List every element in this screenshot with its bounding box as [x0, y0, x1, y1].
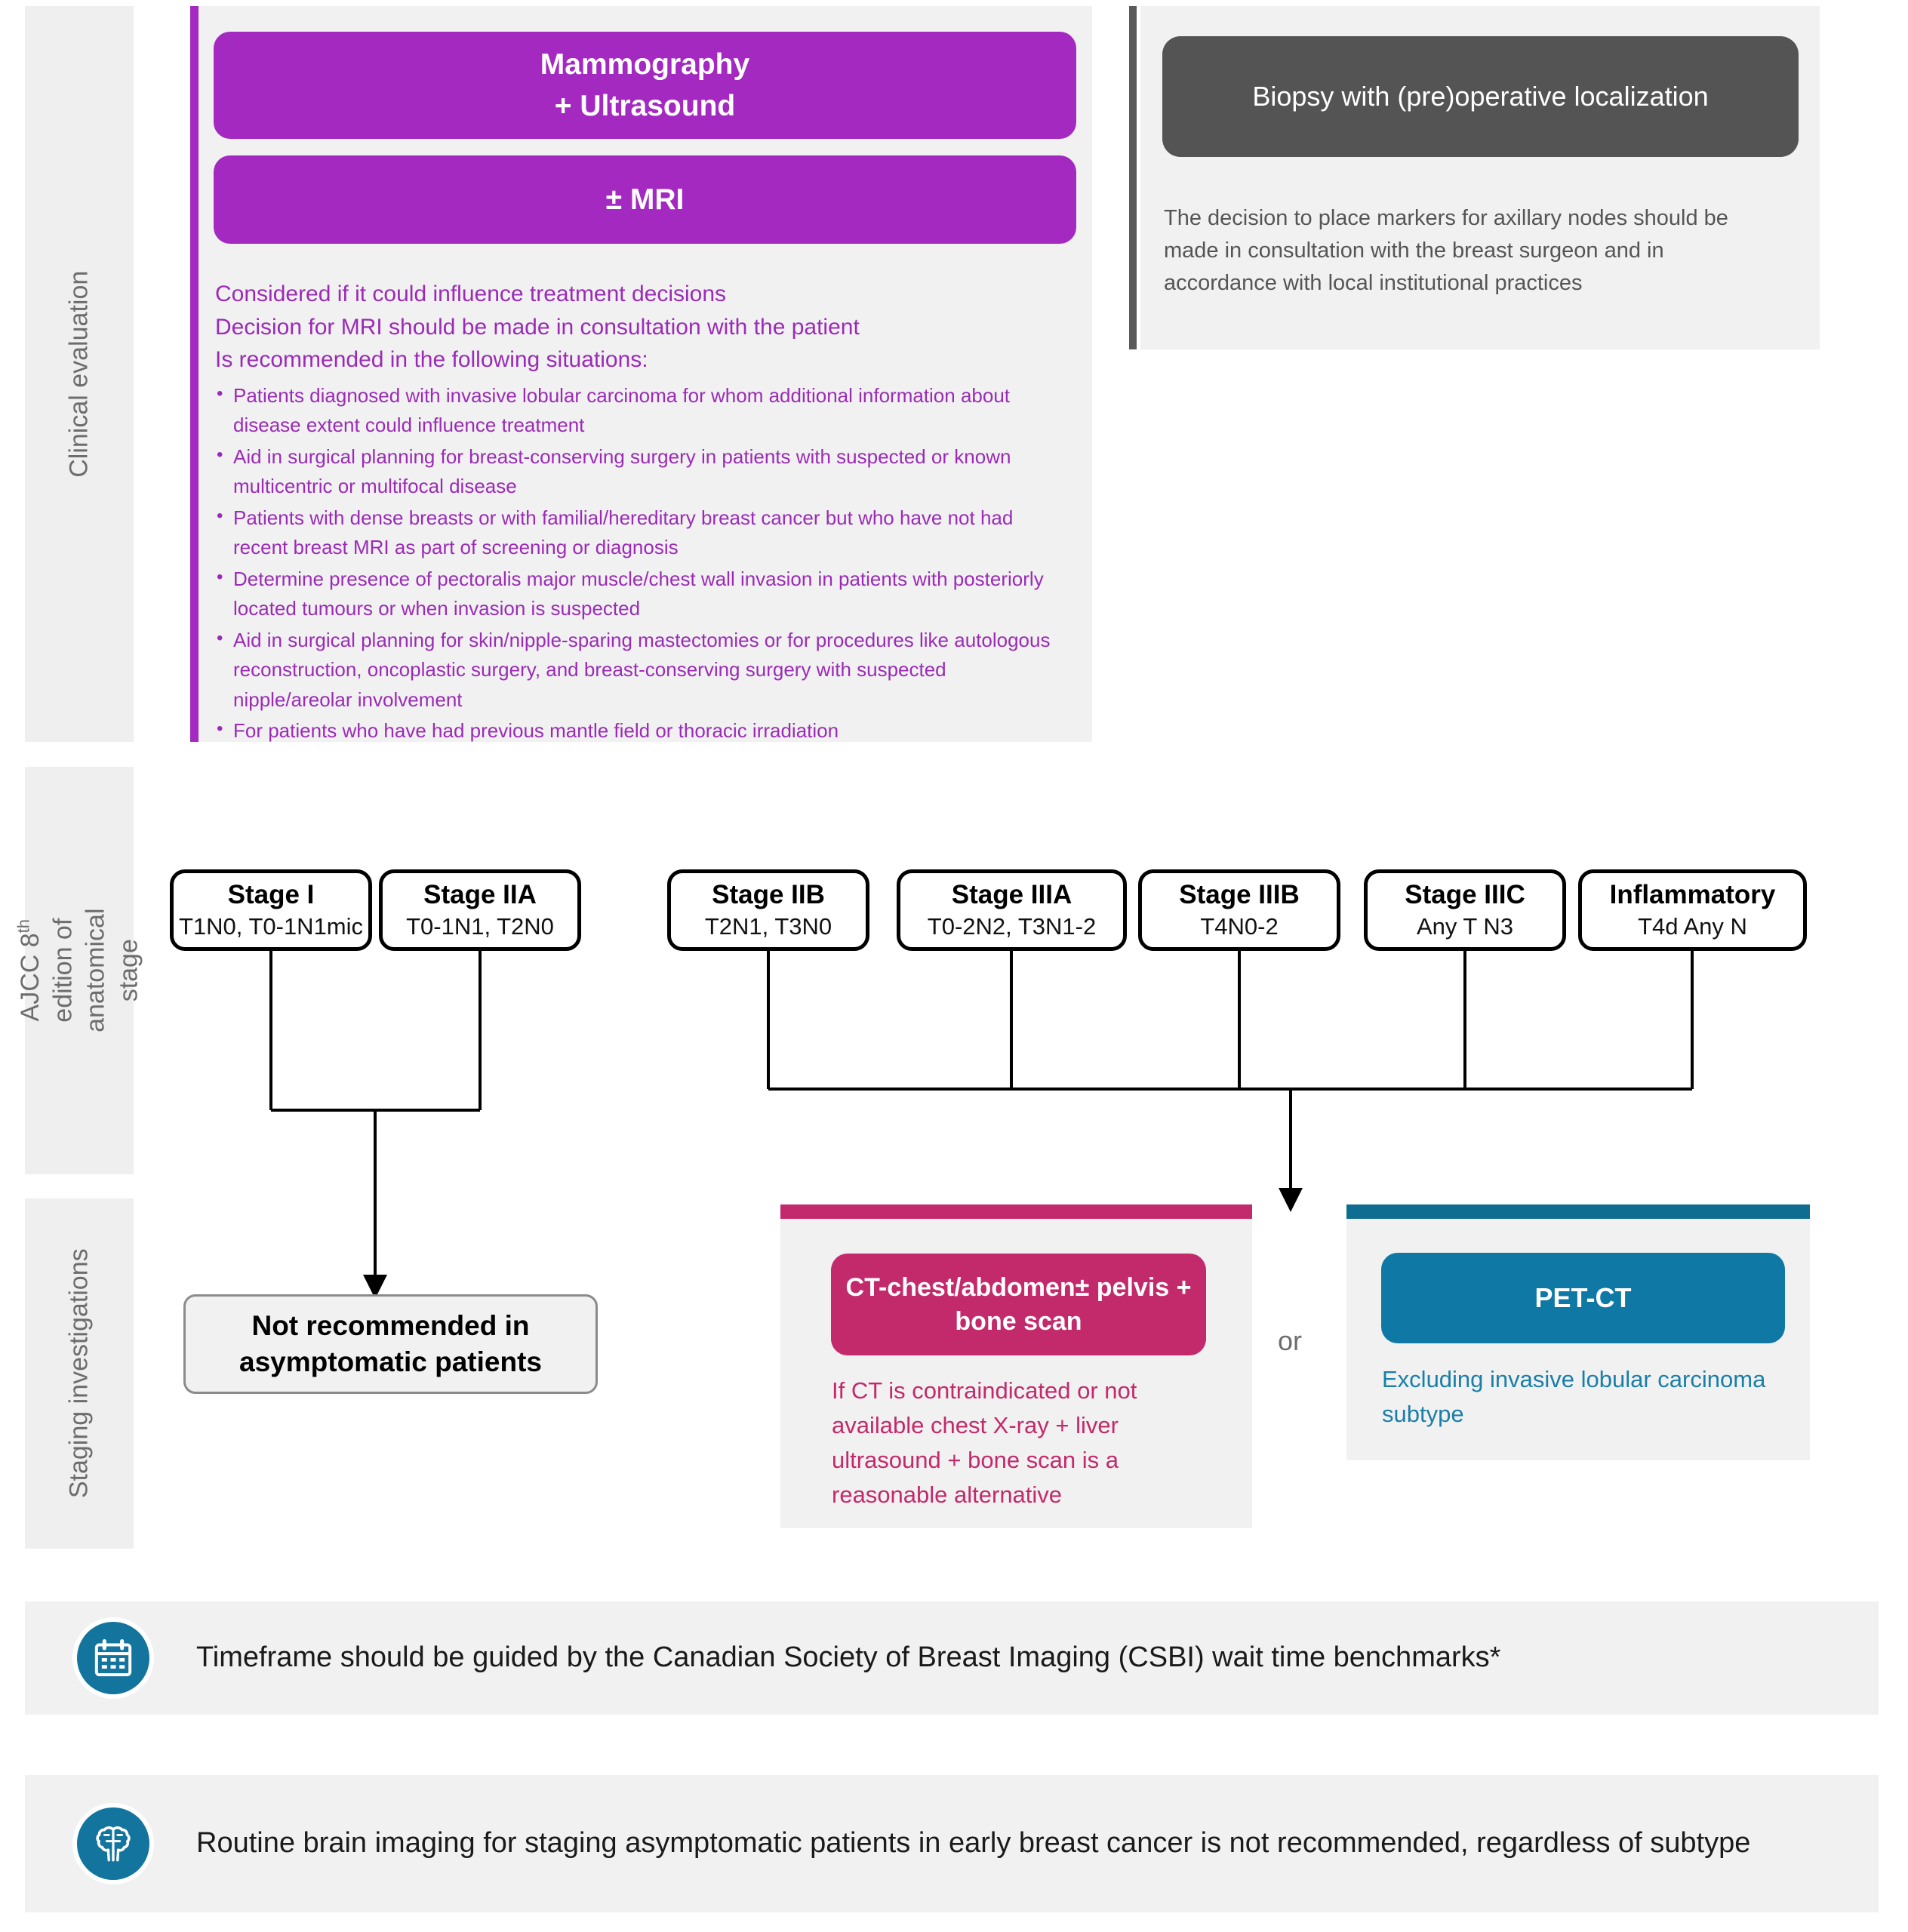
brain-icon-badge — [72, 1803, 154, 1884]
stage-tnm: T2N1, T3N0 — [704, 912, 832, 940]
not-recommended-line1: Not recommended in — [251, 1309, 530, 1341]
stage-box-stage-iiia[interactable]: Stage IIIA T0-2N2, T3N1-2 — [897, 869, 1127, 951]
stage-box-inflammatory[interactable]: Inflammatory T4d Any N — [1578, 869, 1807, 951]
mri-indication-item: Aid in surgical planning for skin/nipple… — [215, 625, 1068, 715]
ajcc-label-pre: AJCC 8 — [15, 933, 45, 1022]
stage-tnm: T4N0-2 — [1200, 912, 1279, 940]
footer-note-brain-imaging: Routine brain imaging for staging asympt… — [25, 1775, 1879, 1912]
connector-left-group — [269, 951, 482, 1299]
stage-tnm: T1N0, T0-1N1mic — [178, 912, 364, 940]
stage-title: Stage I — [227, 880, 315, 910]
footer-note-text: Routine brain imaging for staging asympt… — [196, 1827, 1751, 1860]
mri-node[interactable]: ± MRI — [214, 155, 1076, 244]
ct-title-line2: bone scan — [955, 1306, 1082, 1336]
biopsy-node[interactable]: Biopsy with (pre)operative localization — [1162, 36, 1799, 157]
or-separator-label: or — [1277, 1325, 1302, 1356]
stage-box-stage-iib[interactable]: Stage IIB T2N1, T3N0 — [667, 869, 869, 951]
ct-panel-top-bar — [780, 1204, 1252, 1220]
stage-box-stage-i[interactable]: Stage I T1N0, T0-1N1mic — [170, 869, 372, 951]
stage-box-stage-iiic[interactable]: Stage IIIC Any T N3 — [1364, 869, 1566, 951]
mri-indication-item: Patients with dense breasts or with fami… — [215, 503, 1068, 563]
mri-indication-item: For patients who have had previous mantl… — [215, 715, 1068, 746]
sidebar-label-staging-investigations: Staging investigations — [64, 1248, 94, 1499]
calendar-icon — [77, 1622, 149, 1694]
footer-note-timeframe: Timeframe should be guided by the Canadi… — [25, 1601, 1879, 1715]
mri-note-lead-3: Is recommended in the following situatio… — [215, 347, 648, 372]
stage-title: Stage IIIC — [1405, 880, 1525, 910]
mri-note-lead-1: Considered if it could influence treatme… — [215, 281, 727, 306]
stage-tnm: T4d Any N — [1638, 912, 1747, 940]
calendar-icon-badge — [72, 1617, 154, 1699]
sidebar-section-staging-investigations: Staging investigations — [25, 1198, 134, 1549]
mri-indication-item: Patients diagnosed with invasive lobular… — [215, 380, 1068, 441]
ct-title-line1: CT-chest/abdomen± pelvis + — [845, 1273, 1192, 1303]
sidebar-label-clinical-evaluation: Clinical evaluation — [64, 270, 94, 478]
pet-panel-top-bar — [1346, 1204, 1810, 1220]
mammography-ultrasound-node[interactable]: Mammography + Ultrasound — [214, 32, 1076, 139]
sidebar-section-ajcc-stage: AJCC 8th edition of anatomical stage — [14, 767, 143, 1174]
mammography-label-line1: Mammography — [540, 48, 750, 81]
pet-title: PET-CT — [1534, 1282, 1632, 1313]
stage-tnm: T0-2N2, T3N1-2 — [927, 912, 1097, 940]
ct-note: If CT is contraindicated or not availabl… — [832, 1377, 1137, 1508]
ajcc-label-sup: th — [14, 919, 33, 934]
stage-title: Stage IIIB — [1179, 880, 1300, 910]
biopsy-label: Biopsy with (pre)operative localization — [1252, 81, 1709, 112]
ct-scan-node[interactable]: CT-chest/abdomen± pelvis + bone scan — [831, 1254, 1206, 1355]
clinical-panel-accent-bar — [190, 6, 198, 742]
mri-label: ± MRI — [605, 183, 685, 216]
biopsy-panel-accent-bar — [1129, 6, 1137, 349]
stage-title: Stage IIA — [423, 880, 537, 910]
pet-ct-node[interactable]: PET-CT — [1381, 1253, 1785, 1343]
stage-title: Stage IIIA — [951, 880, 1072, 910]
footer-note-text: Timeframe should be guided by the Canadi… — [196, 1641, 1501, 1674]
brain-icon — [77, 1807, 149, 1880]
stage-tnm: Any T N3 — [1416, 912, 1514, 940]
ajcc-label-post: edition of anatomical stage — [48, 908, 143, 1033]
stage-tnm: T0-1N1, T2N0 — [406, 912, 554, 940]
biopsy-note: The decision to place markers for axilla… — [1164, 206, 1728, 295]
mri-indication-item: Aid in surgical planning for breast-cons… — [215, 441, 1068, 502]
mri-note-lead-2: Decision for MRI should be made in consu… — [215, 314, 860, 340]
stage-box-stage-iia[interactable]: Stage IIA T0-1N1, T2N0 — [379, 869, 581, 951]
stage-box-stage-iiib[interactable]: Stage IIIB T4N0-2 — [1138, 869, 1340, 951]
mammography-label-line2: + Ultrasound — [554, 90, 736, 122]
stage-title: Inflammatory — [1609, 880, 1776, 910]
sidebar-section-clinical-evaluation: Clinical evaluation — [25, 6, 134, 742]
sidebar-label-ajcc-stage: AJCC 8th edition of anatomical stage — [13, 909, 145, 1032]
stage-title: Stage IIB — [712, 880, 825, 910]
not-recommended-node[interactable]: Not recommended in asymptomatic patients — [183, 1294, 598, 1394]
not-recommended-line2: asymptomatic patients — [239, 1346, 542, 1377]
pet-note: Excluding invasive lobular carcinoma sub… — [1382, 1366, 1766, 1427]
mri-indication-list: Patients diagnosed with invasive lobular… — [215, 380, 1068, 746]
mri-notes-block: Considered if it could influence treatme… — [215, 278, 1068, 748]
mri-indication-item: Determine presence of pectoralis major m… — [215, 564, 1068, 624]
connector-right-group — [767, 951, 1694, 1212]
